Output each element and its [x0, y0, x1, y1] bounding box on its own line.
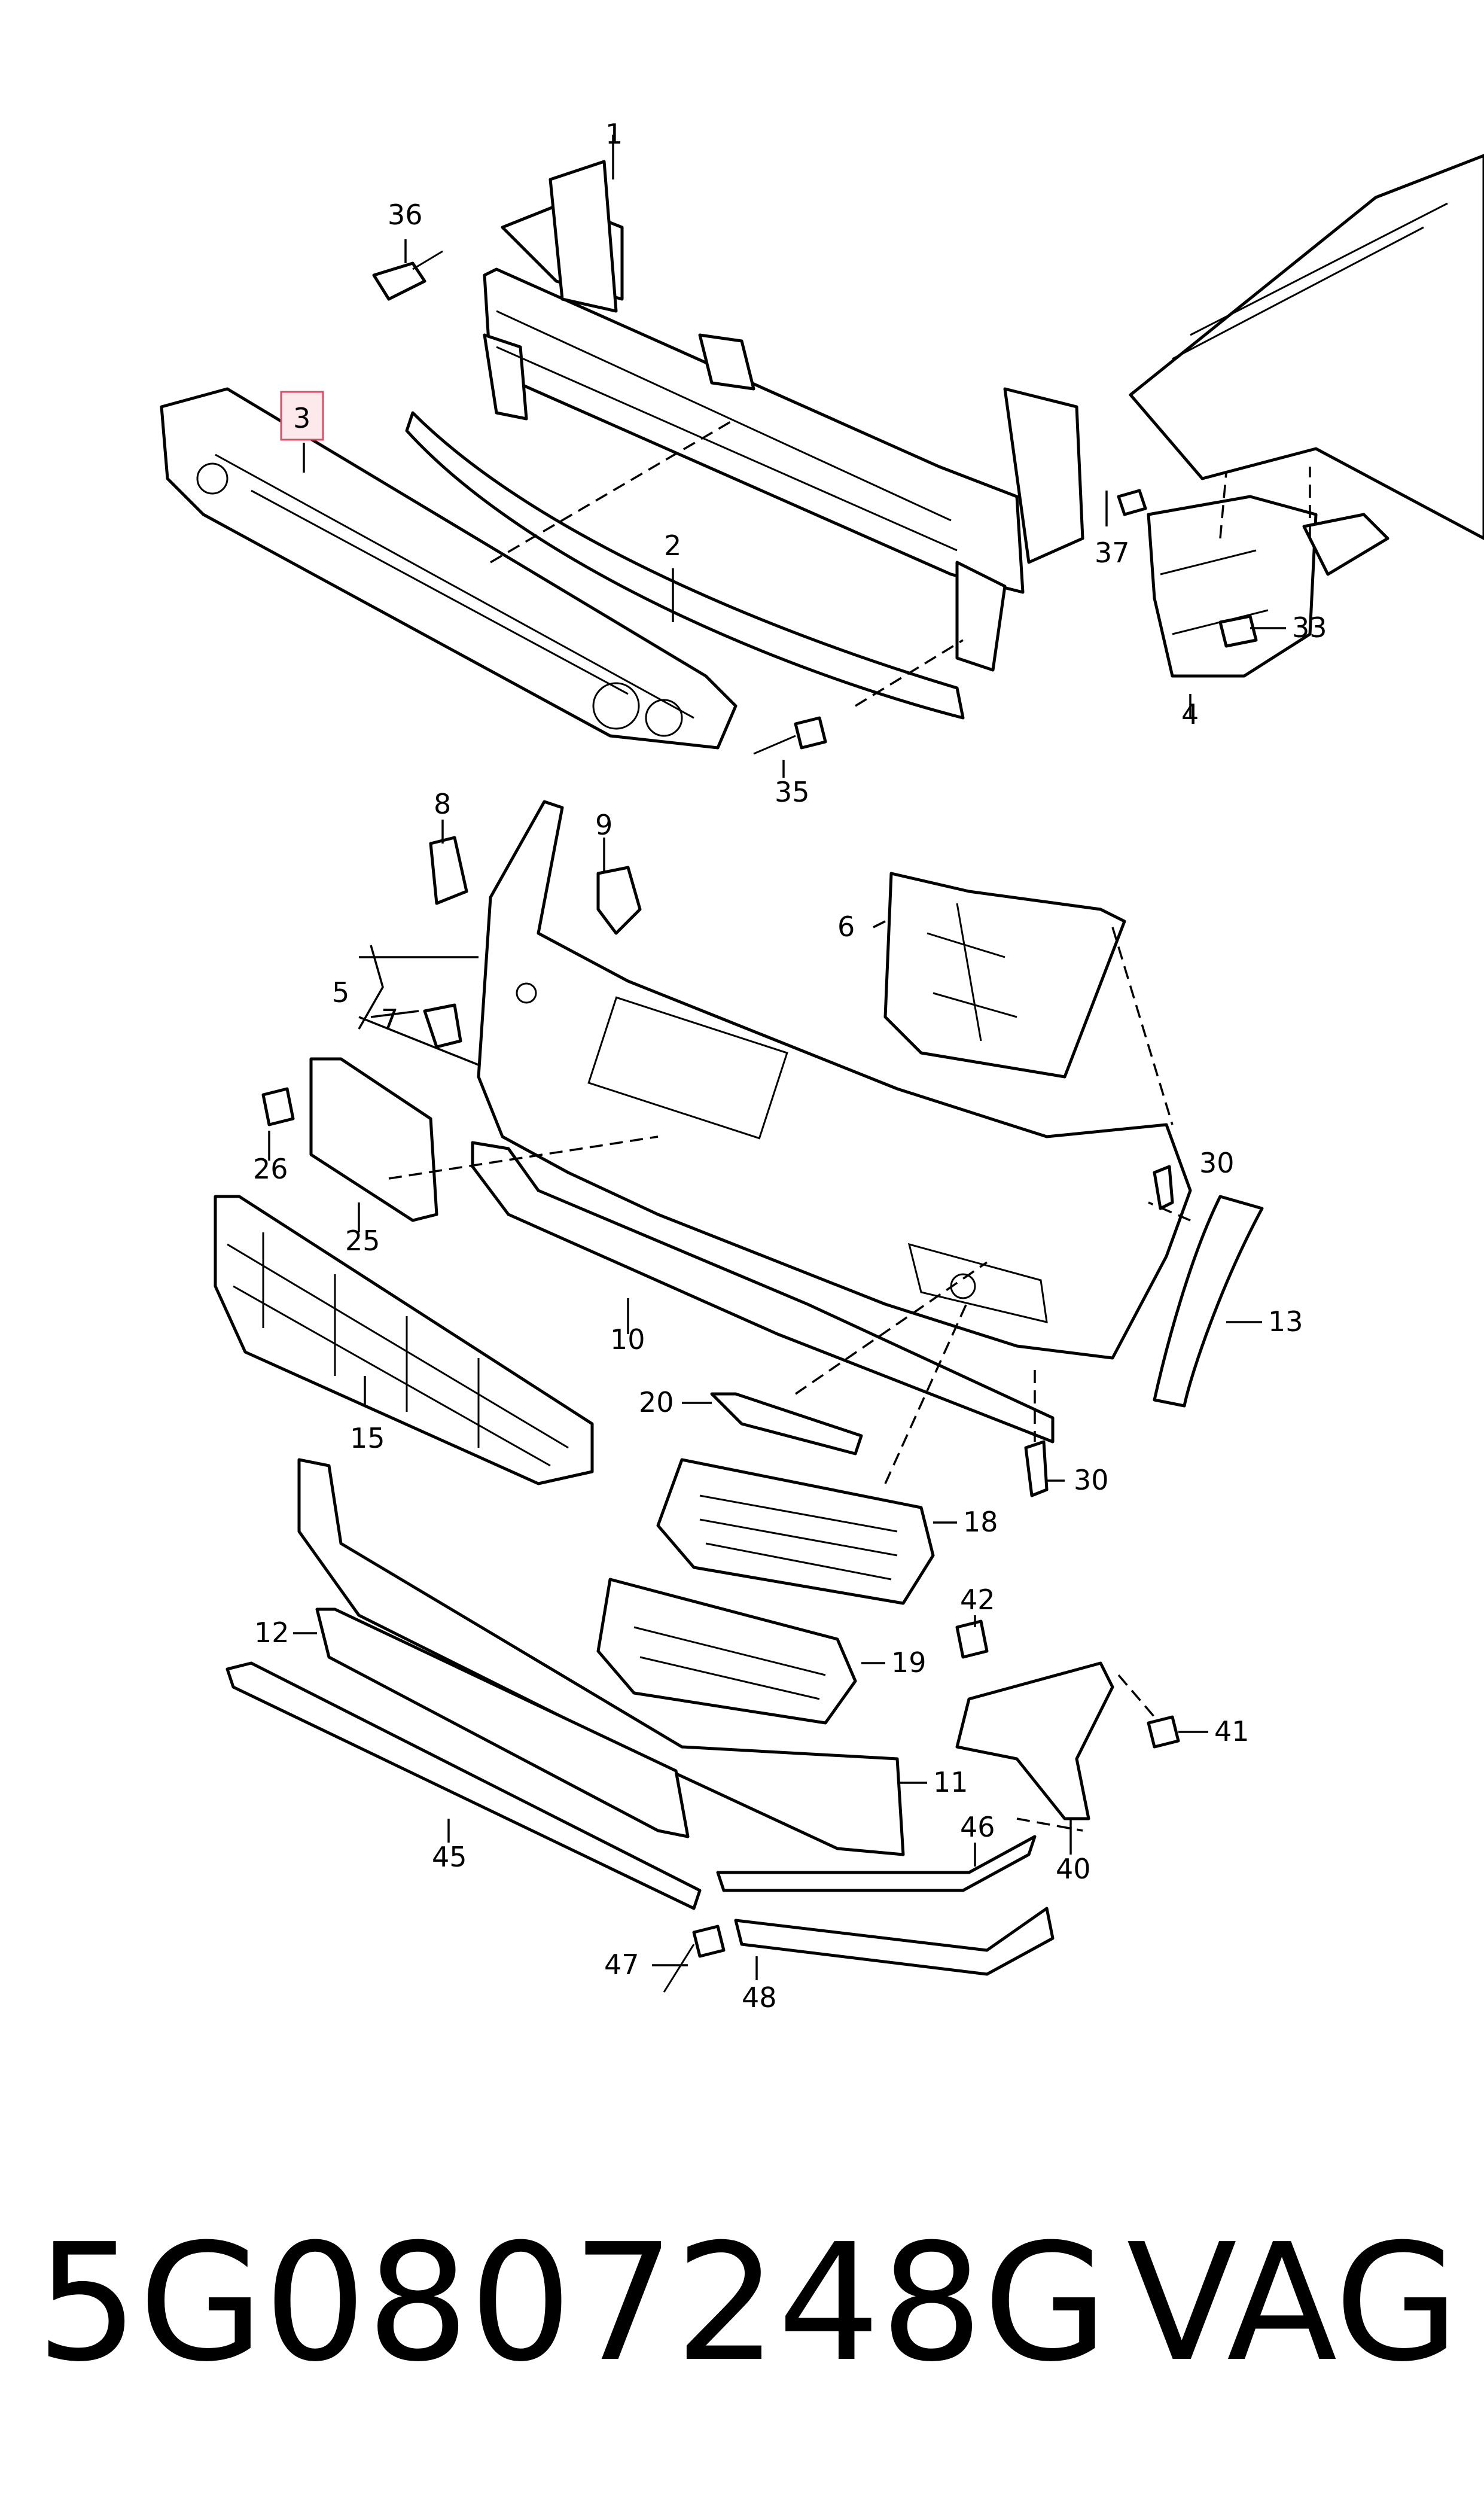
part-15-lower-grille — [214, 1195, 594, 1485]
callout-4: 4 — [1181, 698, 1199, 730]
callout-6: 6 — [837, 911, 855, 943]
callout-41: 41 — [1214, 1715, 1250, 1747]
callout-13: 13 — [1268, 1305, 1303, 1338]
part-26-plug — [261, 1087, 295, 1126]
part-40-air-duct — [955, 1661, 1114, 1820]
callout-36: 36 — [388, 199, 423, 231]
part-1-reinforcement-bar — [483, 160, 1084, 672]
callout-35: 35 — [775, 776, 810, 808]
callout-3-highlight — [280, 391, 324, 441]
part-45-long-trim — [226, 1661, 702, 1910]
part-4-side-bracket — [1147, 495, 1389, 678]
part-25-plate-holder — [309, 1057, 438, 1222]
callout-1: 1 — [605, 118, 623, 150]
part-13-wheel-arch — [1153, 1195, 1264, 1408]
callout-25: 25 — [345, 1225, 380, 1257]
callout-15: 15 — [350, 1422, 385, 1454]
part-35-rivet-icon — [753, 716, 827, 755]
part-11-lower-spoiler — [297, 1458, 905, 1856]
part-20-fog-trim — [710, 1392, 863, 1456]
part-9-bracket-clip — [596, 866, 642, 935]
part-48-trim — [734, 1907, 1055, 1976]
part-12-side-strip — [315, 1607, 690, 1838]
part-5-bumper-cover — [477, 800, 1192, 1360]
part-46-trim — [716, 1835, 1037, 1892]
part-47-rivet-icon — [663, 1925, 726, 1993]
part-30-screw-lower-icon — [1024, 1440, 1049, 1497]
callout-9: 9 — [595, 809, 613, 841]
callout-5: 5 — [332, 976, 349, 1009]
part-6-bracket — [883, 872, 1126, 1079]
callout-33: 33 — [1292, 611, 1327, 644]
relation-lines — [388, 418, 1311, 1832]
callout-48: 48 — [742, 1981, 777, 2014]
callout-37: 37 — [1095, 537, 1130, 569]
callout-45: 45 — [432, 1841, 467, 1873]
part-30-screw-icon — [1153, 1165, 1174, 1210]
part-3-energy-absorber — [160, 387, 738, 750]
callout-40: 40 — [1056, 1853, 1091, 1885]
footer: 5G0807248G VAG — [36, 2213, 1459, 2393]
callout-8: 8 — [434, 788, 451, 820]
callout-18: 18 — [963, 1506, 998, 1538]
callout-10: 10 — [610, 1323, 645, 1356]
callout-47: 47 — [604, 1948, 639, 1981]
part-8-cover-cap — [429, 836, 468, 905]
callouts: 1 2 3 4 5 6 7 8 9 10 11 12 13 15 18 19 2… — [253, 118, 1327, 2014]
part-19-fog-grille — [596, 1578, 857, 1725]
brand-label: VAG — [1126, 2209, 1459, 2397]
part-36-bolt-icon — [372, 250, 443, 301]
callout-26: 26 — [253, 1153, 288, 1185]
part-number: 5G0807248G — [36, 2209, 1108, 2397]
fender-outline — [1129, 154, 1484, 540]
callout-19: 19 — [891, 1646, 927, 1679]
callout-11: 11 — [933, 1766, 968, 1798]
part-2-absorber-strip — [405, 411, 965, 720]
callout-2: 2 — [664, 529, 681, 562]
callout-30-lower: 30 — [1074, 1464, 1109, 1496]
part-33-nut-icon — [1218, 614, 1258, 648]
leader-lines — [268, 135, 1286, 1980]
part-10-trim-strip — [471, 1141, 1055, 1444]
part-42-bolt-icon — [955, 1619, 989, 1659]
part-41-nut-icon — [1147, 1715, 1180, 1749]
callout-20: 20 — [639, 1386, 674, 1418]
part-7-clip — [423, 1003, 462, 1049]
part-37-bolt-icon — [1117, 489, 1147, 516]
callout-7: 7 — [381, 1003, 398, 1036]
callout-46: 46 — [960, 1811, 995, 1843]
callout-30: 30 — [1199, 1147, 1235, 1179]
callout-3: 3 — [293, 402, 310, 434]
callout-12: 12 — [254, 1616, 290, 1649]
part-18-fog-grille — [656, 1458, 935, 1605]
callout-42: 42 — [960, 1584, 995, 1616]
